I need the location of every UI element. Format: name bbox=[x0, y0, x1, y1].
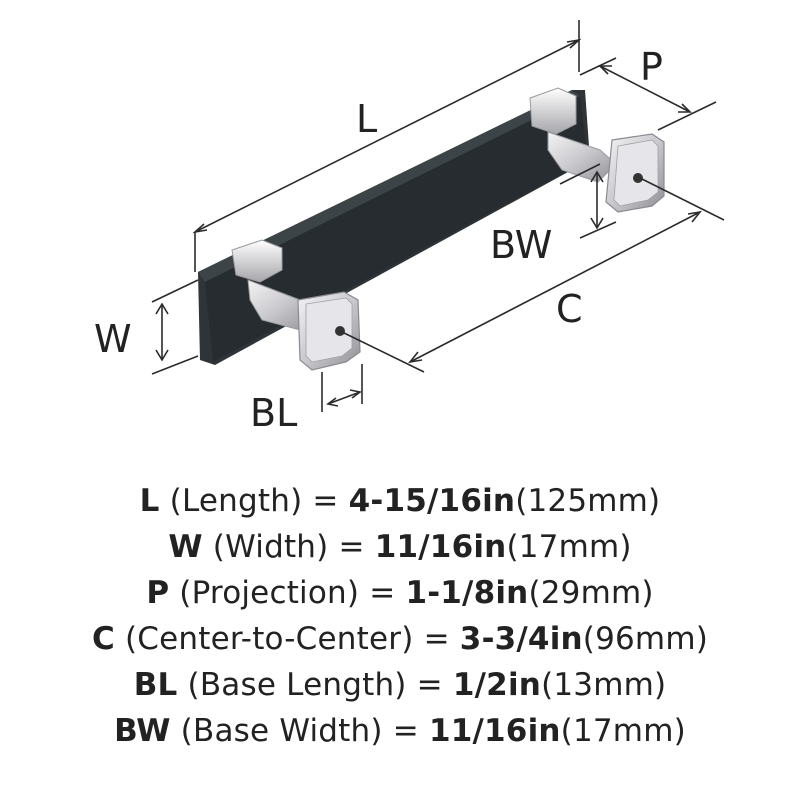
label-projection: P bbox=[640, 45, 663, 89]
spec-length: L (Length) = 4-15/16in(125mm) bbox=[0, 478, 800, 524]
dimension-width: W bbox=[94, 279, 199, 375]
spec-symbol: BW bbox=[114, 713, 171, 749]
spec-description: (Width) = bbox=[202, 529, 375, 565]
label-base-length: BL bbox=[250, 391, 297, 435]
label-base-width: BW bbox=[490, 223, 552, 267]
handle-dimension-diagram: L P BW W C bbox=[94, 20, 725, 435]
dimension-center: C bbox=[339, 177, 725, 373]
spec-description: (Base Length) = bbox=[177, 667, 453, 703]
label-width: W bbox=[94, 317, 132, 361]
spec-width: W (Width) = 11/16in(17mm) bbox=[0, 524, 800, 570]
dimension-length: L bbox=[192, 20, 582, 272]
spec-metric: (17mm) bbox=[506, 529, 632, 565]
spec-symbol: P bbox=[146, 575, 170, 611]
spec-description: (Projection) = bbox=[169, 575, 406, 611]
spec-description: (Base Width) = bbox=[170, 713, 429, 749]
spec-metric: (96mm) bbox=[582, 621, 709, 657]
label-center: C bbox=[556, 287, 583, 331]
dimension-base-length: BL bbox=[250, 364, 363, 435]
spec-symbol: C bbox=[91, 621, 115, 657]
dimension-base-width: BW bbox=[490, 163, 617, 267]
spec-metric: (17mm) bbox=[560, 713, 686, 749]
spec-value: 3-3/4in bbox=[459, 621, 583, 657]
spec-projection: P (Projection) = 1-1/8in(29mm) bbox=[0, 570, 800, 616]
spec-base-width: BW (Base Width) = 11/16in(17mm) bbox=[0, 708, 800, 754]
right-post bbox=[529, 87, 665, 213]
label-length: L bbox=[356, 97, 377, 141]
spec-metric: (125mm) bbox=[515, 483, 661, 519]
spec-metric: (13mm) bbox=[541, 667, 667, 703]
spec-value: 1-1/8in bbox=[405, 575, 529, 611]
spec-base-length: BL (Base Length) = 1/2in(13mm) bbox=[0, 662, 800, 708]
spec-metric: (29mm) bbox=[528, 575, 654, 611]
spec-value: 11/16in bbox=[428, 713, 561, 749]
spec-value: 11/16in bbox=[374, 529, 507, 565]
spec-description: (Center-to-Center) = bbox=[114, 621, 460, 657]
dimension-specs-list: L (Length) = 4-15/16in(125mm) W (Width) … bbox=[0, 478, 800, 754]
handle-bar bbox=[198, 90, 590, 365]
left-post bbox=[231, 239, 361, 371]
dimension-projection: P bbox=[579, 45, 717, 131]
spec-symbol: BL bbox=[133, 667, 178, 703]
spec-value: 1/2in bbox=[452, 667, 542, 703]
spec-value: 4-15/16in bbox=[348, 483, 516, 519]
spec-symbol: W bbox=[168, 529, 203, 565]
right-screw-hole-icon bbox=[633, 173, 643, 183]
spec-center-to-center: C (Center-to-Center) = 3-3/4in(96mm) bbox=[0, 616, 800, 662]
spec-description: (Length) = bbox=[159, 483, 349, 519]
spec-symbol: L bbox=[139, 483, 160, 519]
